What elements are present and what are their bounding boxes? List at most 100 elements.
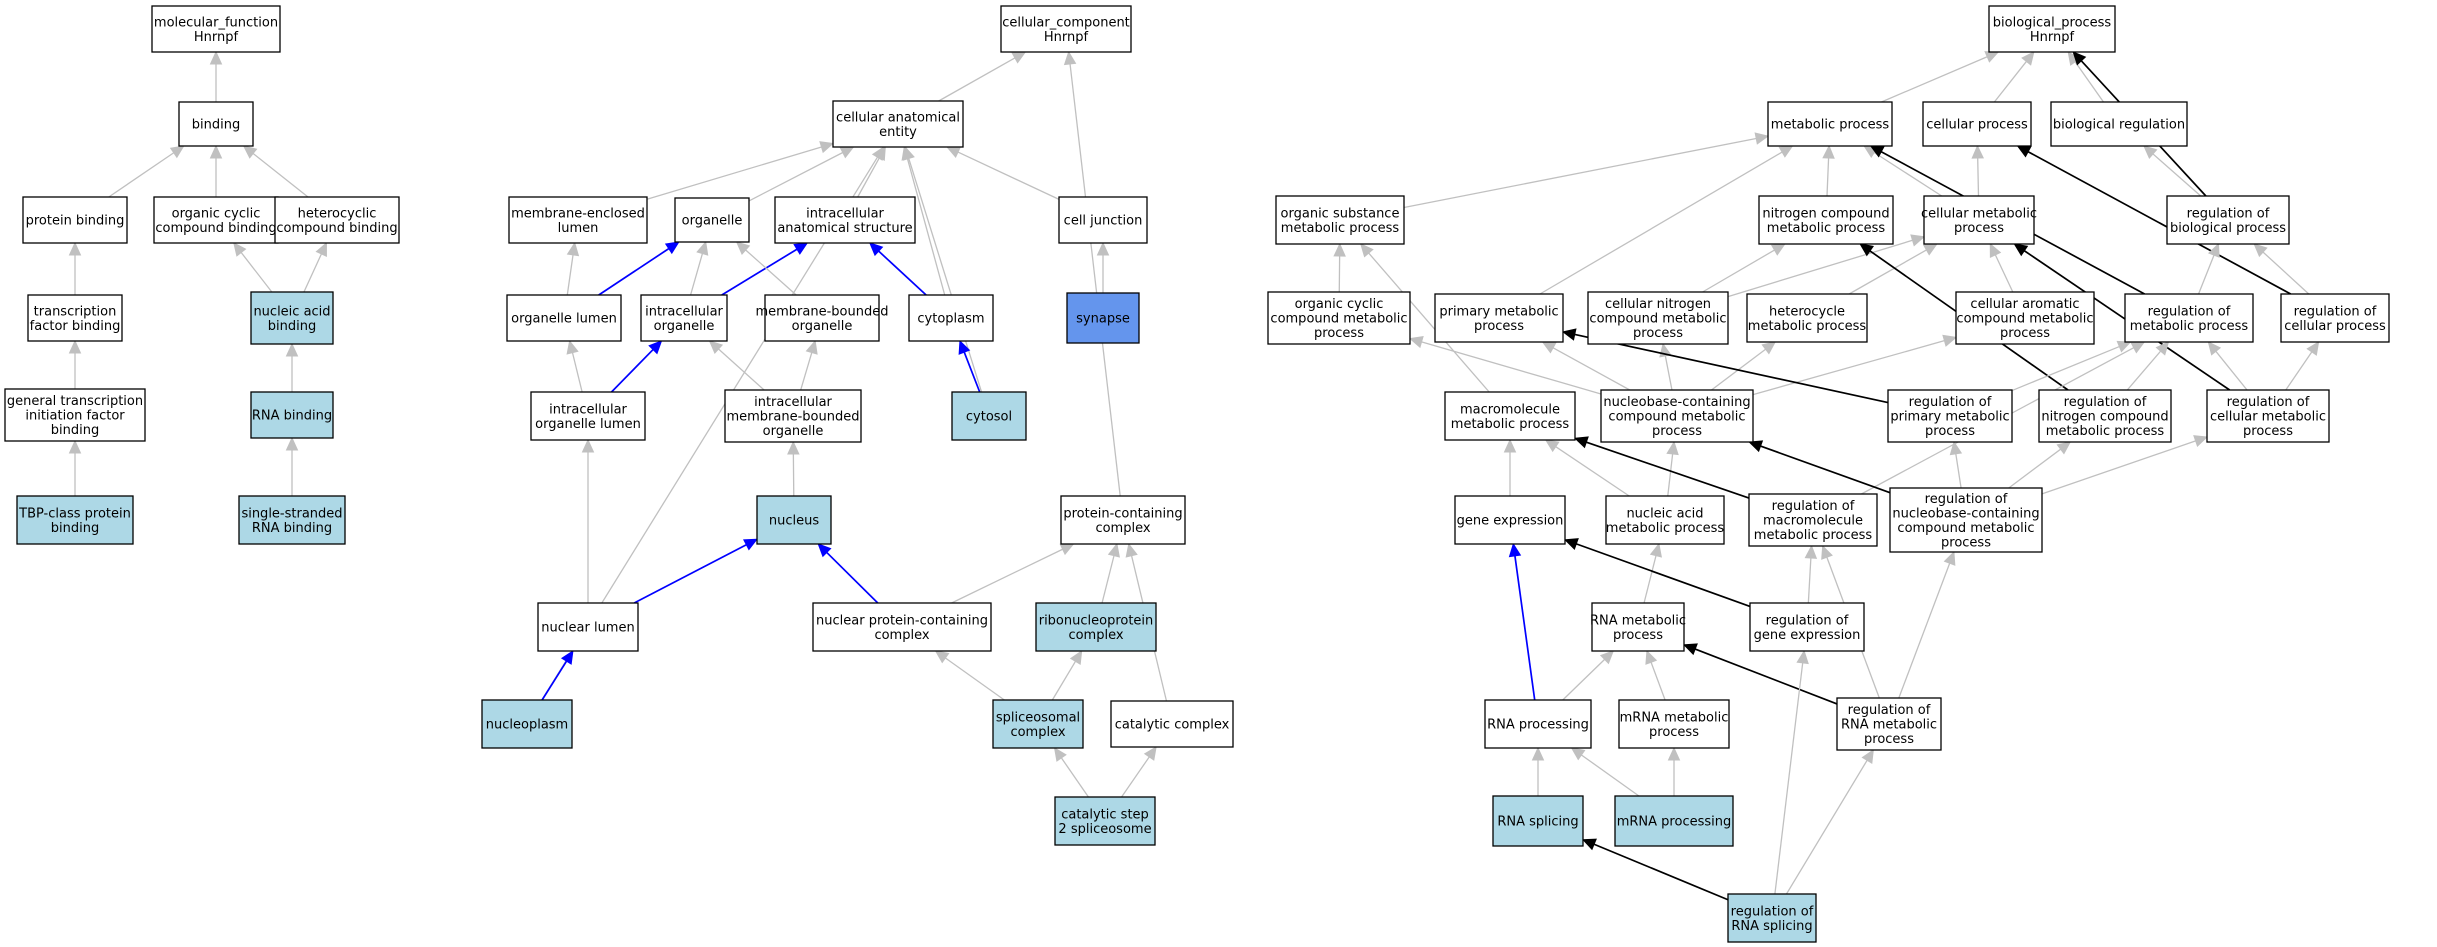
go-term-node-rna-binding[interactable]: RNA binding bbox=[250, 391, 334, 439]
edge-is_a-reg_gene_expr-to-reg_macro_met bbox=[1804, 544, 1818, 604]
arrowhead bbox=[2016, 145, 2032, 158]
go-term-node-nucleoplasm[interactable]: nucleoplasm bbox=[481, 699, 573, 749]
go-term-node-synapse[interactable]: synapse bbox=[1066, 292, 1140, 344]
go-term-node-metabolic[interactable]: metabolic process bbox=[1767, 101, 1893, 147]
go-term-node-nuclear-lumen[interactable]: nuclear lumen bbox=[537, 602, 639, 652]
go-term-node-cell-junction[interactable]: cell junction bbox=[1058, 196, 1148, 244]
go-term-node-nucleus[interactable]: nucleus bbox=[756, 495, 832, 545]
node-label-line: catalytic step bbox=[1061, 807, 1149, 822]
node-box bbox=[1887, 389, 2013, 443]
arrowhead bbox=[169, 145, 185, 159]
go-term-node-cellular-process[interactable]: cellular process bbox=[1922, 101, 2032, 147]
edge-is_a-rna_binding-to-na_binding bbox=[285, 342, 299, 392]
edge-is_a-nitrogen_met-to-metabolic bbox=[1822, 144, 1835, 197]
edge-part_of-org_lumen-to-organelle bbox=[598, 241, 680, 296]
go-term-node-cytoplasm[interactable]: cytoplasm bbox=[908, 294, 994, 342]
go-term-node-gene-expr[interactable]: gene expression bbox=[1454, 495, 1566, 545]
node-label-line: regulation of bbox=[1925, 492, 2008, 507]
go-term-node-binding[interactable]: binding bbox=[178, 101, 254, 147]
node-box bbox=[1060, 495, 1186, 545]
node-label-line: cellular aromatic bbox=[1970, 297, 2079, 312]
arrowhead bbox=[839, 146, 855, 159]
node-label-line: process bbox=[1649, 725, 1699, 740]
go-term-node-cytosol[interactable]: cytosol bbox=[951, 391, 1027, 441]
go-term-node-protein-binding[interactable]: protein binding bbox=[22, 196, 128, 244]
edge-is_a-org_cyclic_met-to-org_sub_met bbox=[1333, 242, 1346, 293]
edge-is_a-primary_met-to-metabolic bbox=[1539, 145, 1794, 295]
go-term-node-org-lumen[interactable]: organelle lumen bbox=[506, 294, 622, 342]
go-term-node-bio-reg[interactable]: biological regulation bbox=[2050, 101, 2188, 147]
arrowhead bbox=[1107, 542, 1120, 558]
node-box bbox=[153, 196, 279, 244]
go-term-node-mrna-processing[interactable]: mRNA processing bbox=[1614, 795, 1734, 847]
node-label-line: compound metabolic bbox=[1897, 521, 2034, 536]
go-term-node-rna-splicing[interactable]: RNA splicing bbox=[1492, 795, 1584, 847]
arrowhead bbox=[1053, 747, 1067, 762]
go-term-node-catalytic-complex[interactable]: catalytic complex bbox=[1110, 700, 1234, 748]
edge-line bbox=[1664, 355, 1673, 391]
go-term-node-rna-processing[interactable]: RNA processing bbox=[1484, 699, 1592, 749]
edge-line bbox=[541, 660, 568, 701]
edge-is_a-cs2_spliceosome-to-catalytic_complex bbox=[1121, 746, 1157, 798]
edge-part_of-cytosol-to-cytoplasm bbox=[958, 339, 981, 393]
arrowhead bbox=[1573, 436, 1589, 449]
edge-is_a-nucleus-to-ic_mb_org bbox=[787, 440, 800, 497]
arrowhead bbox=[868, 242, 884, 257]
node-label-line: macromolecule bbox=[1460, 402, 1560, 417]
node-box bbox=[1923, 195, 2035, 245]
arrowhead bbox=[209, 144, 223, 159]
go-term-node-organelle[interactable]: organelle bbox=[674, 197, 750, 243]
node-label-line: biological process bbox=[2170, 221, 2286, 236]
node-box bbox=[1492, 795, 1584, 847]
go-term-node-reg-nucleobase-met[interactable]: regulation ofnucleobase-containingcompou… bbox=[1889, 487, 2043, 553]
node-label-line: intracellular bbox=[645, 304, 723, 319]
arrowhead bbox=[2116, 340, 2132, 353]
edge-is_a-nuc_prot_complex-to-prot_complex bbox=[951, 543, 1075, 604]
